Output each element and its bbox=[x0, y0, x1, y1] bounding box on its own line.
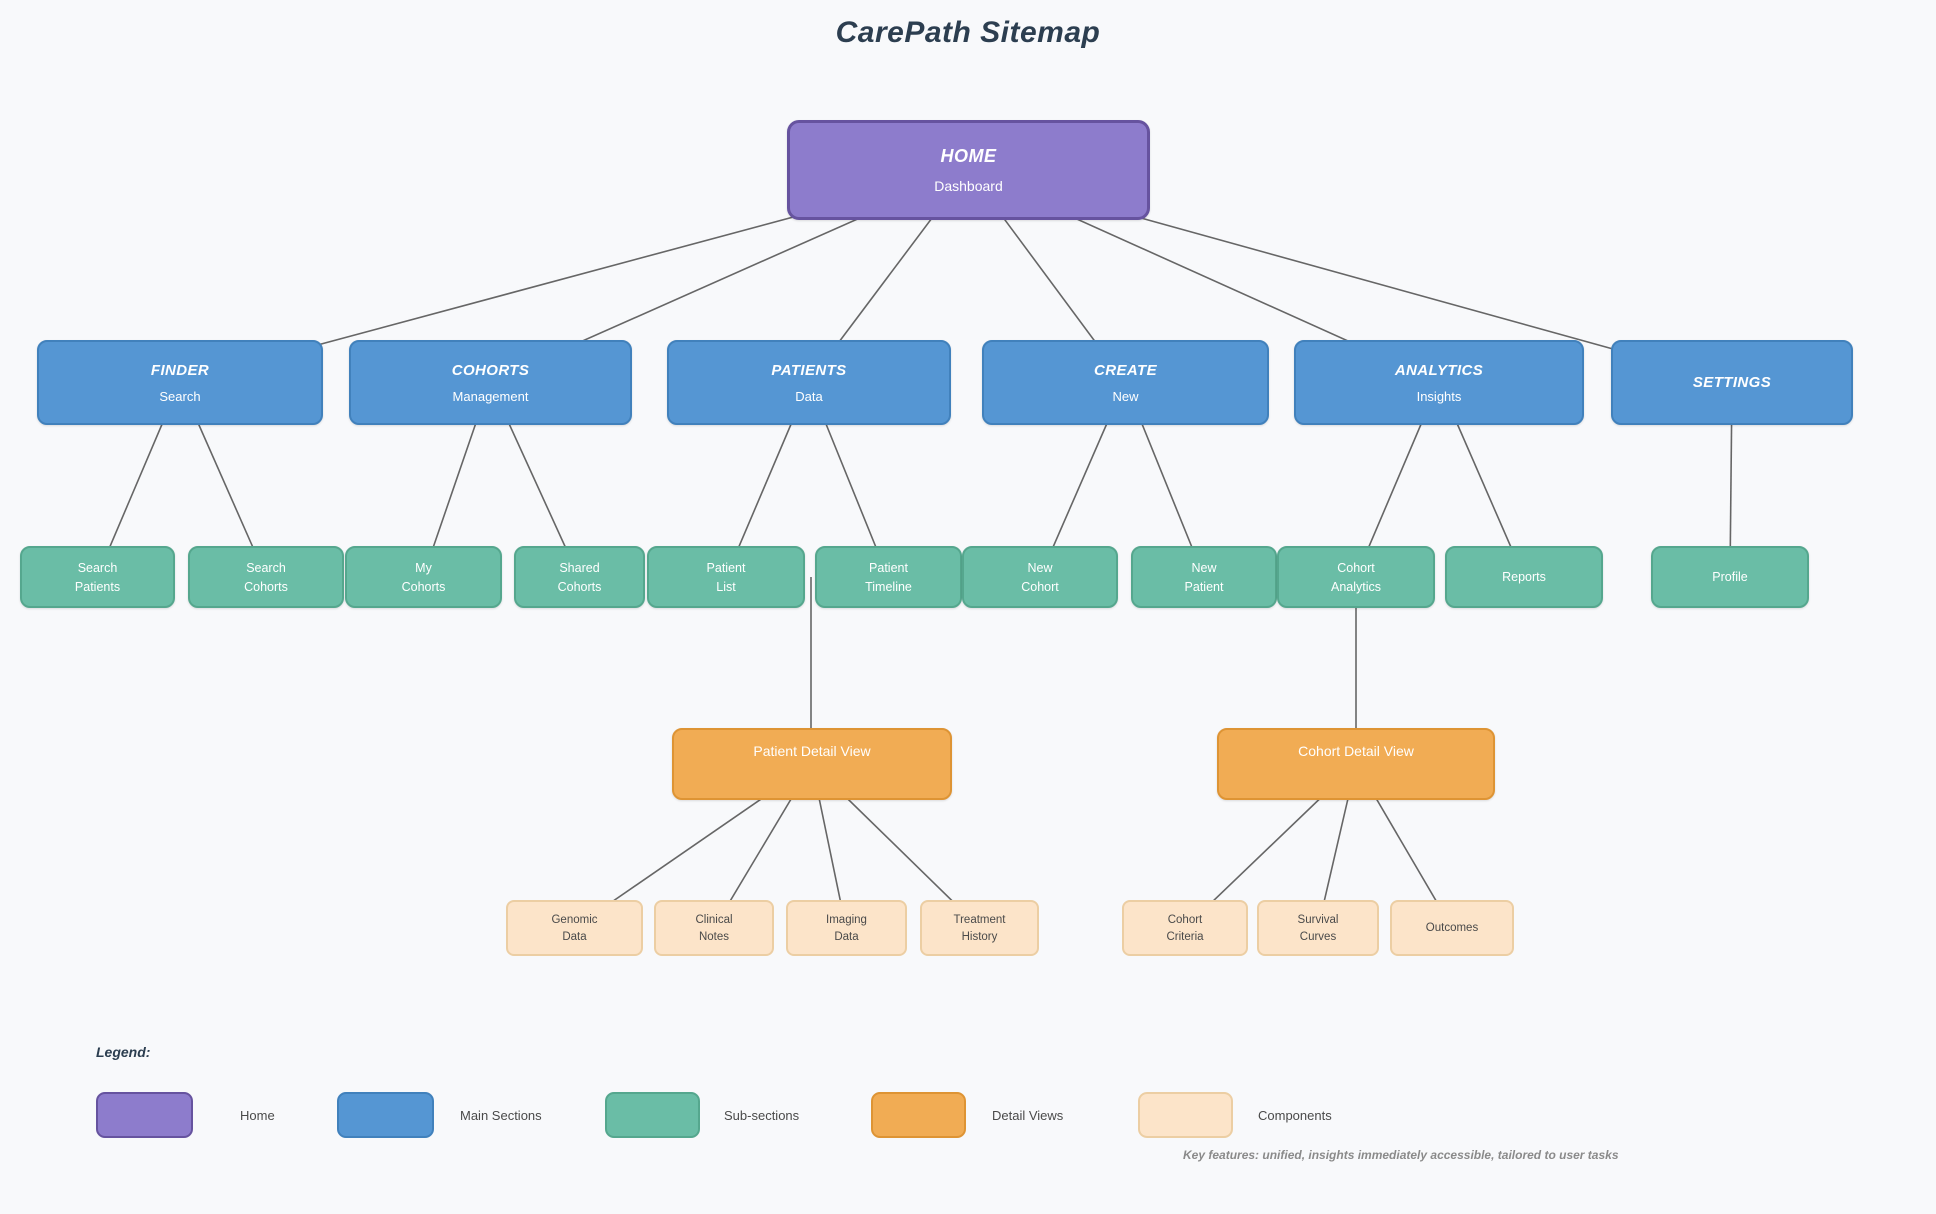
legend-label-main-sections: Main Sections bbox=[460, 1107, 542, 1123]
legend-swatch-home bbox=[96, 1092, 193, 1138]
subsection-label-line1: Shared bbox=[559, 560, 600, 575]
subsection-label-line1: Reports bbox=[1502, 570, 1546, 584]
legend-swatch-detail-views bbox=[871, 1092, 966, 1138]
section-settings: SETTINGS bbox=[1611, 340, 1853, 425]
subsection-label-line1: My bbox=[415, 560, 432, 575]
component-label-line1: Treatment bbox=[953, 913, 1006, 926]
component-label-line2: Notes bbox=[698, 930, 730, 943]
node-home-label: HOME bbox=[940, 146, 997, 166]
subsection-new-cohort: New Cohort bbox=[962, 546, 1118, 608]
subsection-label-line1: Search bbox=[77, 560, 118, 575]
section-patients: PATIENTS Data bbox=[667, 340, 951, 425]
component-label-line2: Curves bbox=[1299, 930, 1337, 943]
section-cohorts: COHORTS Management bbox=[349, 340, 632, 425]
component-label-line1: Survival bbox=[1297, 913, 1339, 926]
footer-note: Key features: unified, insights immediat… bbox=[1183, 1148, 1619, 1162]
subsection-reports: Reports bbox=[1445, 546, 1603, 608]
legend-label-components: Components bbox=[1258, 1107, 1332, 1123]
component-survival-curves: Survival Curves bbox=[1257, 900, 1379, 956]
subsection-label-line2: Cohort bbox=[1021, 579, 1059, 594]
subsection-patient-timeline: Patient Timeline bbox=[815, 546, 962, 608]
component-label-line1: Clinical bbox=[695, 913, 733, 926]
component-label-line2: Criteria bbox=[1166, 930, 1204, 943]
subsection-label-line1: Profile bbox=[1712, 570, 1748, 584]
detail-label: Patient Detail View bbox=[753, 743, 871, 759]
subsection-label-line1: Search bbox=[246, 560, 286, 575]
subsection-label-line2: Patient bbox=[1184, 579, 1224, 594]
legend-label-detail-views: Detail Views bbox=[992, 1107, 1064, 1123]
page-title: CarePath Sitemap bbox=[835, 16, 1101, 49]
component-label-line2: History bbox=[961, 930, 998, 943]
node-home-sublabel: Dashboard bbox=[934, 178, 1003, 194]
section-create: CREATE New bbox=[982, 340, 1269, 425]
subsection-profile: Profile bbox=[1651, 546, 1809, 608]
subsection-search-patients: Search Patients bbox=[20, 546, 175, 608]
component-label-line1: Cohort bbox=[1167, 913, 1203, 926]
subsection-my-cohorts: My Cohorts bbox=[345, 546, 502, 608]
legend-title: Legend: bbox=[96, 1044, 151, 1060]
subsection-label-line2: Cohorts bbox=[401, 579, 446, 594]
subsection-cohort-analytics: Cohort Analytics bbox=[1277, 546, 1435, 608]
component-clinical-notes: Clinical Notes bbox=[654, 900, 774, 956]
section-sublabel: Search bbox=[159, 388, 201, 404]
section-sublabel: Insights bbox=[1416, 388, 1462, 404]
legend-swatch-sub-sections bbox=[605, 1092, 700, 1138]
component-label-line2: Data bbox=[834, 930, 859, 943]
section-sublabel: Management bbox=[452, 388, 529, 404]
component-label-line1: Outcomes bbox=[1425, 922, 1479, 934]
detail-label: Cohort Detail View bbox=[1298, 743, 1414, 759]
component-treatment-history: Treatment History bbox=[920, 900, 1039, 956]
subsection-label-line2: Timeline bbox=[865, 579, 912, 594]
section-sublabel: New bbox=[1112, 388, 1139, 404]
section-label: COHORTS bbox=[451, 361, 530, 379]
legend-swatch-main-sections bbox=[337, 1092, 434, 1138]
component-label-line1: Imaging bbox=[826, 913, 867, 926]
component-cohort-criteria: Cohort Criteria bbox=[1122, 900, 1248, 956]
subsection-new-patient: New Patient bbox=[1131, 546, 1277, 608]
subsection-patient-list: Patient List bbox=[647, 546, 805, 608]
subsection-label-line2: List bbox=[716, 579, 736, 594]
node-home: HOME Dashboard bbox=[787, 120, 1150, 220]
detail-patient-detail-view: Patient Detail View bbox=[672, 728, 952, 800]
subsection-label-line2: Cohorts bbox=[557, 579, 602, 594]
component-outcomes: Outcomes bbox=[1390, 900, 1514, 956]
section-label: FINDER bbox=[150, 361, 210, 379]
subsection-label-line2: Analytics bbox=[1330, 579, 1382, 594]
section-finder: FINDER Search bbox=[37, 340, 323, 425]
section-label: CREATE bbox=[1094, 361, 1157, 379]
subsection-label-line1: Patient bbox=[869, 560, 908, 575]
section-label: SETTINGS bbox=[1692, 374, 1772, 391]
subsection-search-cohorts: Search Cohorts bbox=[188, 546, 344, 608]
component-imaging-data: Imaging Data bbox=[786, 900, 907, 956]
component-label-line1: Genomic bbox=[551, 913, 598, 926]
legend-label-sub-sections: Sub-sections bbox=[724, 1107, 800, 1123]
subsection-label-line2: Patients bbox=[74, 579, 121, 594]
subsection-label-line1: Cohort bbox=[1337, 560, 1375, 575]
component-label-line2: Data bbox=[562, 930, 587, 943]
subsection-label-line1: New bbox=[1191, 560, 1217, 575]
subsection-label-line1: Patient bbox=[706, 560, 746, 575]
section-sublabel: Data bbox=[795, 388, 823, 404]
component-genomic-data: Genomic Data bbox=[506, 900, 643, 956]
detail-cohort-detail-view: Cohort Detail View bbox=[1217, 728, 1495, 800]
subsection-label-line1: New bbox=[1027, 560, 1053, 575]
subsection-shared-cohorts: Shared Cohorts bbox=[514, 546, 645, 608]
legend-label-home: Home bbox=[240, 1107, 275, 1123]
legend-swatch-components bbox=[1138, 1092, 1233, 1138]
section-analytics: ANALYTICS Insights bbox=[1294, 340, 1584, 425]
section-label: ANALYTICS bbox=[1394, 361, 1484, 379]
subsection-label-line2: Cohorts bbox=[244, 579, 288, 594]
section-label: PATIENTS bbox=[771, 361, 847, 379]
